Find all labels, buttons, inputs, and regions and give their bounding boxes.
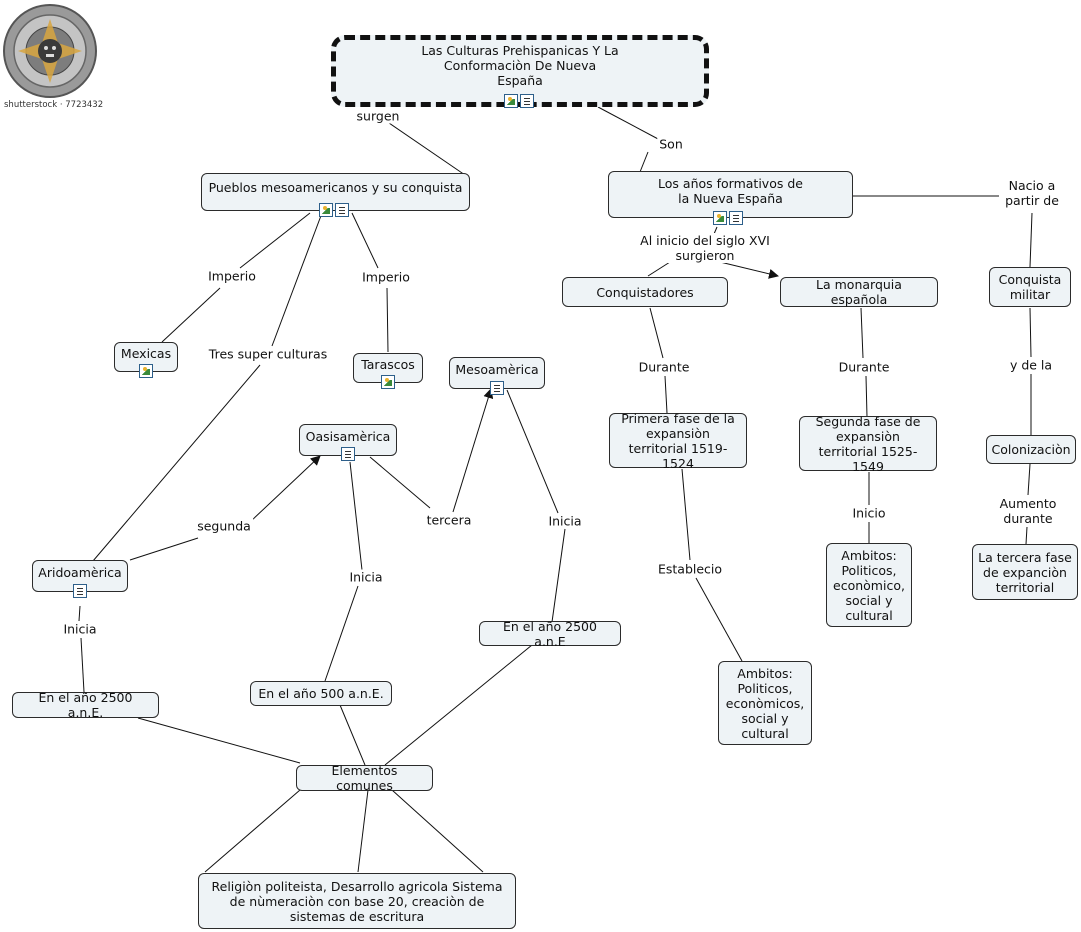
link-label-imperio-mexicas: Imperio	[206, 268, 258, 284]
note-icon[interactable]	[520, 94, 534, 108]
oasisamerica-text: Oasisamèrica	[305, 429, 391, 444]
image-icon[interactable]	[713, 211, 727, 225]
node-tercera-fase[interactable]: La tercera fase de expanciòn territorial	[972, 544, 1078, 600]
ano-2500-meso-text: En el año 2500 a.n.E	[503, 618, 597, 649]
node-elementos-comunes[interactable]: Elementos comunes	[296, 763, 433, 793]
mexicas-text: Mexicas	[120, 346, 172, 361]
image-icon[interactable]	[381, 375, 395, 389]
ano-2500-ari-text: En el año 2500 a.n.E.	[38, 690, 133, 720]
node-primera-fase[interactable]: Primera fase de la expansiòn territorial…	[609, 410, 747, 471]
link-label-tres-culturas: Tres super culturas	[206, 346, 330, 362]
image-icon[interactable]	[139, 364, 153, 378]
link-label-y-de-la: y de la	[1007, 357, 1055, 373]
note-icon[interactable]	[73, 584, 87, 598]
link-label-tercera: tercera	[424, 512, 474, 528]
conquistadores-text: Conquistadores	[596, 284, 694, 300]
link-label-nacio: Nacio a partir de	[999, 178, 1065, 208]
node-ano-500[interactable]: En el año 500 a.n.E.	[250, 681, 392, 706]
link-label-inicia-meso: Inicia	[546, 513, 584, 529]
tarascos-text: Tarascos	[361, 357, 415, 372]
note-icon[interactable]	[341, 447, 355, 461]
node-ano-2500-meso[interactable]: En el año 2500 a.n.E	[479, 618, 621, 649]
main-topic-text: Las Culturas Prehispanicas Y La Conforma…	[421, 43, 619, 88]
aztec-calendar-logo	[3, 4, 97, 98]
image-icon[interactable]	[319, 203, 333, 217]
link-label-inicia-ari: Inicia	[61, 621, 99, 637]
node-conquista-militar[interactable]: Conquista militar	[989, 267, 1071, 307]
link-label-durante-primera: Durante	[636, 359, 692, 375]
aridoamerica-text: Aridoamèrica	[38, 565, 122, 580]
image-icon[interactable]	[504, 94, 518, 108]
conquista-text: Conquista militar	[998, 272, 1062, 302]
note-icon[interactable]	[729, 211, 743, 225]
link-label-surgen: surgen	[354, 108, 402, 124]
tercera-fase-text: La tercera fase de expanciòn territorial	[978, 549, 1072, 595]
node-main-topic[interactable]: Las Culturas Prehispanicas Y La Conforma…	[331, 35, 709, 107]
anos-text: Los años formativos de la Nueva España	[658, 176, 803, 206]
node-monarquia[interactable]: La monarquia española	[780, 277, 938, 307]
node-ano-2500-ari[interactable]: En el año 2500 a.n.E.	[12, 690, 159, 720]
note-icon[interactable]	[335, 203, 349, 217]
link-label-establecio: Establecio	[655, 561, 725, 577]
ambitos1-text: Ambitos: Politicos, econòmico, social y …	[833, 547, 905, 623]
link-label-al-inicio: Al inicio del siglo XVI surgieron	[633, 233, 777, 263]
monarquia-text: La monarquia española	[816, 277, 902, 307]
elementos-text: Elementos comunes	[331, 763, 398, 793]
node-conquistadores[interactable]: Conquistadores	[562, 277, 728, 307]
link-label-inicia-oasis: Inicia	[347, 569, 385, 585]
node-anos-formativos[interactable]: Los años formativos de la Nueva España	[608, 171, 853, 218]
mesoamerica-text: Mesoamèrica	[455, 362, 539, 377]
node-mexicas[interactable]: Mexicas	[114, 342, 178, 372]
primera-text: Primera fase de la expansiòn territorial…	[621, 410, 735, 471]
node-colonizacion[interactable]: Colonizaciòn	[986, 435, 1076, 464]
link-label-aumento: Aumento durante	[993, 496, 1063, 526]
pueblos-text: Pueblos mesoamericanos y su conquista	[208, 180, 463, 195]
link-label-durante-segunda: Durante	[836, 359, 892, 375]
ano-500-text: En el año 500 a.n.E.	[258, 686, 384, 701]
segunda-text: Segunda fase de expansiòn territorial 15…	[815, 413, 921, 474]
link-label-imperio-tarascos: Imperio	[360, 269, 412, 285]
node-ambitos-segunda[interactable]: Ambitos: Politicos, econòmico, social y …	[826, 543, 912, 627]
node-oasisamerica[interactable]: Oasisamèrica	[299, 424, 397, 456]
node-religion[interactable]: Religiòn politeista, Desarrollo agricola…	[198, 873, 516, 929]
node-segunda-fase[interactable]: Segunda fase de expansiòn territorial 15…	[799, 413, 937, 474]
religion-text: Religiòn politeista, Desarrollo agricola…	[211, 878, 503, 924]
ambitos2-text: Ambitos: Politicos, econòmicos, social y…	[725, 665, 805, 741]
node-pueblos[interactable]: Pueblos mesoamericanos y su conquista	[201, 173, 470, 211]
logo-caption: shutterstock · 7723432	[4, 100, 104, 110]
link-label-son: Son	[657, 136, 685, 152]
link-label-segunda: segunda	[195, 518, 253, 534]
note-icon[interactable]	[490, 381, 504, 395]
colonizacion-text: Colonizaciòn	[991, 442, 1071, 457]
link-label-inicio: Inicio	[850, 505, 888, 521]
node-ambitos-primera[interactable]: Ambitos: Politicos, econòmicos, social y…	[718, 661, 812, 745]
